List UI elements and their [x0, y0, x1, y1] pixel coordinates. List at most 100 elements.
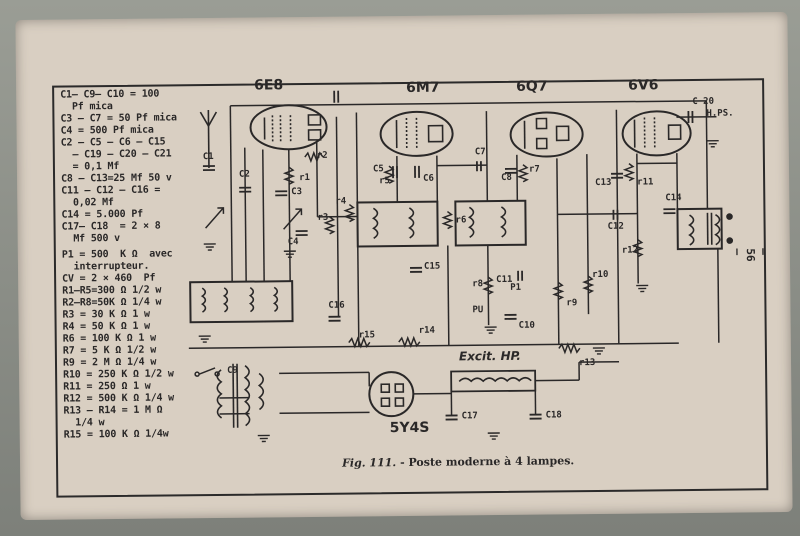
- tube-6q7: [509, 111, 584, 158]
- tube-6e8: [249, 104, 328, 151]
- label-r11: r11: [637, 177, 654, 188]
- label-c10: C10: [518, 320, 535, 331]
- tube-6v6: [621, 110, 692, 157]
- coil-block-input: [189, 280, 294, 324]
- capacitor-c18: [529, 413, 542, 420]
- label-r15: r15: [358, 330, 376, 341]
- label-r13: r13: [578, 358, 596, 369]
- figure-title: - Poste moderne à 4 lampes.: [396, 454, 575, 470]
- label-r9: r9: [566, 298, 578, 309]
- antenna-symbol: [199, 110, 218, 169]
- speaker-terminals: [726, 213, 734, 244]
- tube-label-6e8: 6E8: [254, 77, 284, 94]
- label-c7: C7: [474, 147, 486, 158]
- label-c4: C4: [287, 237, 299, 248]
- label-p1: P1: [510, 282, 522, 293]
- tube-label-6m7: 6M7: [406, 79, 440, 96]
- capacitor-c4: [295, 230, 308, 237]
- label-r8: r8: [472, 279, 484, 290]
- label-c8: C8: [501, 172, 512, 183]
- capacitor-c8: [504, 167, 518, 174]
- label-r12: r12: [621, 245, 639, 256]
- label-r4: r4: [335, 196, 347, 207]
- capacitor-c17: [445, 414, 458, 421]
- resistor-r12: [631, 238, 644, 258]
- capacitor-c1: [202, 165, 215, 171]
- label-c20: C 20: [692, 96, 715, 107]
- figure-caption: Fig. 111. - Poste moderne à 4 lampes.: [342, 454, 574, 469]
- label-r10: r10: [592, 269, 609, 281]
- resistor-r15: [348, 336, 371, 349]
- tube-5y4s: [368, 371, 415, 418]
- capacitor-c2: [239, 186, 252, 193]
- label-c5: C5: [372, 164, 384, 175]
- label-c17: C17: [461, 411, 478, 422]
- label-c15: C15: [423, 261, 441, 272]
- tube-label-5y4s: 5Y4S: [389, 419, 430, 437]
- resistor-r10: [582, 275, 595, 294]
- field-coil: [450, 369, 537, 393]
- capacitor-c10: [504, 313, 517, 320]
- resistor-r9: [552, 281, 565, 301]
- resistor-r2: [304, 150, 324, 164]
- resistor-r13: [558, 342, 581, 355]
- resistor-r8: [482, 276, 495, 295]
- label-c16: C16: [328, 300, 345, 311]
- output-transformer: [676, 207, 723, 251]
- power-switch: [194, 367, 220, 377]
- resistor-r3: [323, 216, 336, 235]
- if-transformer-2: [454, 199, 527, 247]
- resistor-r1: [282, 166, 296, 185]
- capacitor-c16: [328, 315, 341, 322]
- capacitor-c20: [687, 110, 694, 124]
- resistor-r4: [343, 203, 356, 223]
- page-number: — 56 —: [730, 248, 770, 262]
- if-transformer-1: [356, 200, 439, 248]
- tube-6m7: [379, 110, 454, 157]
- label-c9: C9: [227, 365, 238, 376]
- tube-label-6v6: 6V6: [628, 77, 659, 94]
- capacitor-c15: [410, 266, 423, 273]
- label-c12: C12: [607, 221, 624, 232]
- capacitor-c13: [611, 172, 624, 179]
- figure-number: Fig. 111.: [341, 456, 397, 470]
- capacitor-c5: [392, 166, 398, 179]
- label-excit-hp: Excit. HP.: [458, 348, 521, 364]
- capacitor-c7: [476, 161, 482, 172]
- ground-symbols: [198, 139, 719, 443]
- variable-capacitors: [205, 207, 303, 230]
- label-c14: C14: [665, 193, 682, 204]
- label-c6: C6: [423, 173, 434, 184]
- resistor-r6: [441, 210, 454, 230]
- schematic-diagram: [188, 90, 734, 443]
- capacitor-c12: [612, 209, 619, 220]
- label-r14: r14: [418, 325, 435, 336]
- label-pu: PU: [472, 305, 484, 316]
- power-transformer: [216, 363, 265, 428]
- label-r1: r1: [299, 172, 310, 184]
- resistors: [282, 150, 644, 355]
- capacitor-top: [333, 90, 340, 103]
- label-r2: r2: [316, 150, 328, 161]
- label-r7: r7: [528, 164, 540, 175]
- label-hps: H.PS.: [706, 108, 734, 119]
- capacitors: [202, 90, 694, 421]
- resistor-r7: [516, 164, 530, 183]
- capacitor-c6: [414, 165, 420, 178]
- capacitor-c3: [275, 190, 288, 197]
- resistor-r11: [622, 163, 636, 182]
- label-c2: C2: [238, 169, 250, 180]
- label-c13: C13: [595, 177, 612, 188]
- label-r3: r3: [317, 212, 329, 223]
- label-c1: C1: [202, 151, 214, 163]
- label-c18: C18: [545, 410, 562, 421]
- tube-label-6q7: 6Q7: [516, 78, 548, 95]
- label-r6: r6: [455, 215, 467, 226]
- label-r5: r5: [379, 176, 391, 187]
- capacitor-c14: [663, 208, 676, 215]
- capacitor-c11: [517, 270, 524, 281]
- resistor-r14: [398, 335, 421, 349]
- wiring: [188, 100, 720, 416]
- label-c3: C3: [291, 187, 303, 198]
